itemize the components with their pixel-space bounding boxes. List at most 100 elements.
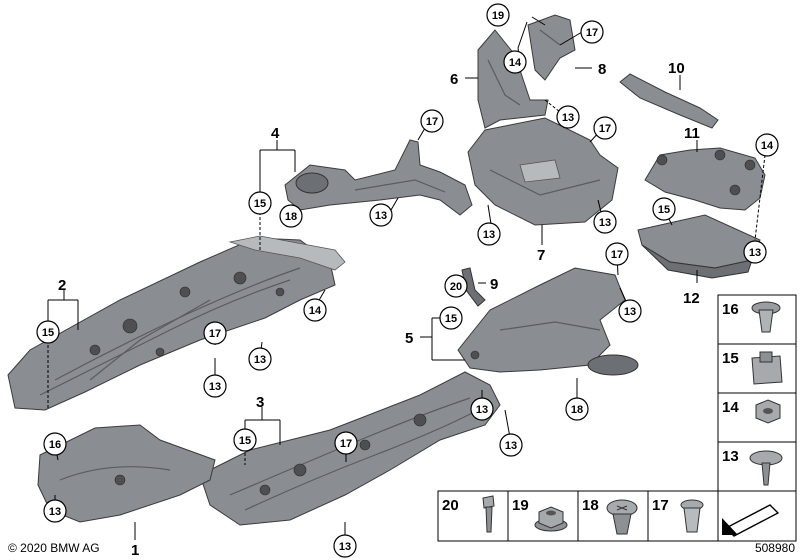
callout-16: 16 (43, 432, 67, 456)
callout-group: 19 14 17 13 17 15 18 13 17 13 13 14 15 1… (36, 3, 779, 558)
label-part-12: 12 (683, 290, 700, 307)
callout-19: 19 (486, 3, 510, 27)
svg-text:13: 13 (476, 404, 488, 416)
svg-text:14: 14 (761, 140, 774, 152)
svg-text:13: 13 (339, 541, 351, 553)
callout-15: 15 (233, 428, 257, 452)
label-part-11: 11 (684, 125, 700, 142)
callout-13: 13 (593, 210, 617, 234)
callout-13: 13 (43, 499, 67, 523)
callout-14: 14 (755, 133, 779, 157)
vertical-shield (477, 29, 549, 129)
callout-20: 20 (444, 274, 468, 298)
svg-text:17: 17 (209, 328, 221, 340)
callout-15: 15 (652, 197, 676, 221)
svg-text:15: 15 (658, 204, 670, 216)
diagram-number: 508980 (755, 541, 795, 555)
callout-17: 17 (334, 431, 358, 455)
push-clip-icon (751, 301, 781, 333)
svg-text:18: 18 (285, 211, 297, 223)
callout-17: 17 (420, 109, 444, 133)
callout-15: 15 (36, 320, 60, 344)
callout-17: 17 (605, 242, 629, 266)
svg-text:13: 13 (254, 354, 266, 366)
legend-number: 15 (722, 350, 739, 367)
svg-text:17: 17 (586, 27, 598, 39)
svg-text:15: 15 (239, 435, 251, 447)
svg-text:17: 17 (426, 116, 438, 128)
callout-13: 13 (618, 299, 642, 323)
right-middle-shield (457, 267, 639, 376)
callout-13: 13 (470, 397, 494, 421)
callout-13: 13 (743, 240, 767, 264)
svg-text:18: 18 (571, 404, 583, 416)
callout-18: 18 (279, 204, 303, 228)
clip-nut-icon (751, 351, 783, 385)
svg-text:15: 15 (42, 327, 54, 339)
svg-text:13: 13 (483, 229, 495, 241)
label-part-6: 6 (450, 71, 458, 88)
svg-text:20: 20 (450, 281, 462, 293)
long-strip (619, 73, 719, 129)
legend-number: 20 (442, 497, 459, 514)
engine-underguard (467, 117, 619, 226)
svg-text:16: 16 (49, 439, 61, 451)
tunnel-brace (284, 139, 473, 216)
callout-17: 17 (203, 321, 227, 345)
transmission-support (644, 147, 766, 211)
callout-15: 15 (439, 306, 463, 330)
legend-number: 19 (512, 497, 529, 514)
svg-text:17: 17 (611, 249, 623, 261)
flange-nut-icon (534, 506, 568, 532)
svg-text:13: 13 (599, 217, 611, 229)
svg-text:13: 13 (749, 247, 761, 259)
callout-13: 13 (499, 433, 523, 457)
svg-text:15: 15 (445, 313, 457, 325)
svg-text:13: 13 (375, 210, 387, 222)
legend-number: 13 (722, 448, 739, 465)
fastener-legend-right: 16 15 14 13 (717, 294, 797, 492)
part-number-labels: 1 2 3 4 5 6 7 8 9 10 11 12 (58, 60, 700, 559)
label-part-4: 4 (271, 125, 280, 142)
screw-icon (749, 450, 783, 486)
svg-text:13: 13 (505, 440, 517, 452)
label-part-1: 1 (131, 542, 139, 559)
fastener-legend-bottom: 20 19 18 17 (437, 490, 797, 542)
hex-nut-icon (755, 399, 781, 424)
svg-text:17: 17 (340, 438, 352, 450)
legend-number: 18 (582, 497, 599, 514)
expansion-rivet-icon (606, 499, 638, 535)
direction-arrow-icon (722, 504, 780, 537)
label-part-5: 5 (405, 330, 413, 347)
svg-text:15: 15 (254, 198, 266, 210)
svg-text:14: 14 (509, 57, 522, 69)
tray-cover (637, 214, 761, 279)
legend-number: 14 (722, 399, 739, 416)
svg-text:19: 19 (492, 10, 504, 22)
callout-13: 13 (203, 374, 227, 398)
label-part-2: 2 (58, 277, 66, 294)
label-part-3: 3 (256, 394, 264, 411)
legend-number: 16 (722, 301, 739, 318)
svg-text:14: 14 (309, 305, 322, 317)
callout-13: 13 (556, 105, 580, 129)
callout-13: 13 (248, 347, 272, 371)
svg-text:13: 13 (49, 506, 61, 518)
svg-text:17: 17 (599, 123, 611, 135)
legend-number: 17 (652, 497, 669, 514)
plastic-rivet-icon (680, 499, 704, 533)
top-bracket (527, 14, 576, 81)
bolt-icon (482, 495, 495, 533)
callout-18: 18 (565, 397, 589, 421)
callout-13: 13 (477, 222, 501, 246)
label-part-9: 9 (490, 276, 498, 293)
label-part-8: 8 (598, 61, 606, 78)
callout-13: 13 (369, 203, 393, 227)
svg-text:13: 13 (562, 112, 574, 124)
callout-15: 15 (248, 191, 272, 215)
copyright-notice: © 2020 BMW AG (8, 541, 100, 555)
callout-13: 13 (333, 534, 357, 558)
callout-14: 14 (503, 50, 527, 74)
svg-text:13: 13 (624, 306, 636, 318)
